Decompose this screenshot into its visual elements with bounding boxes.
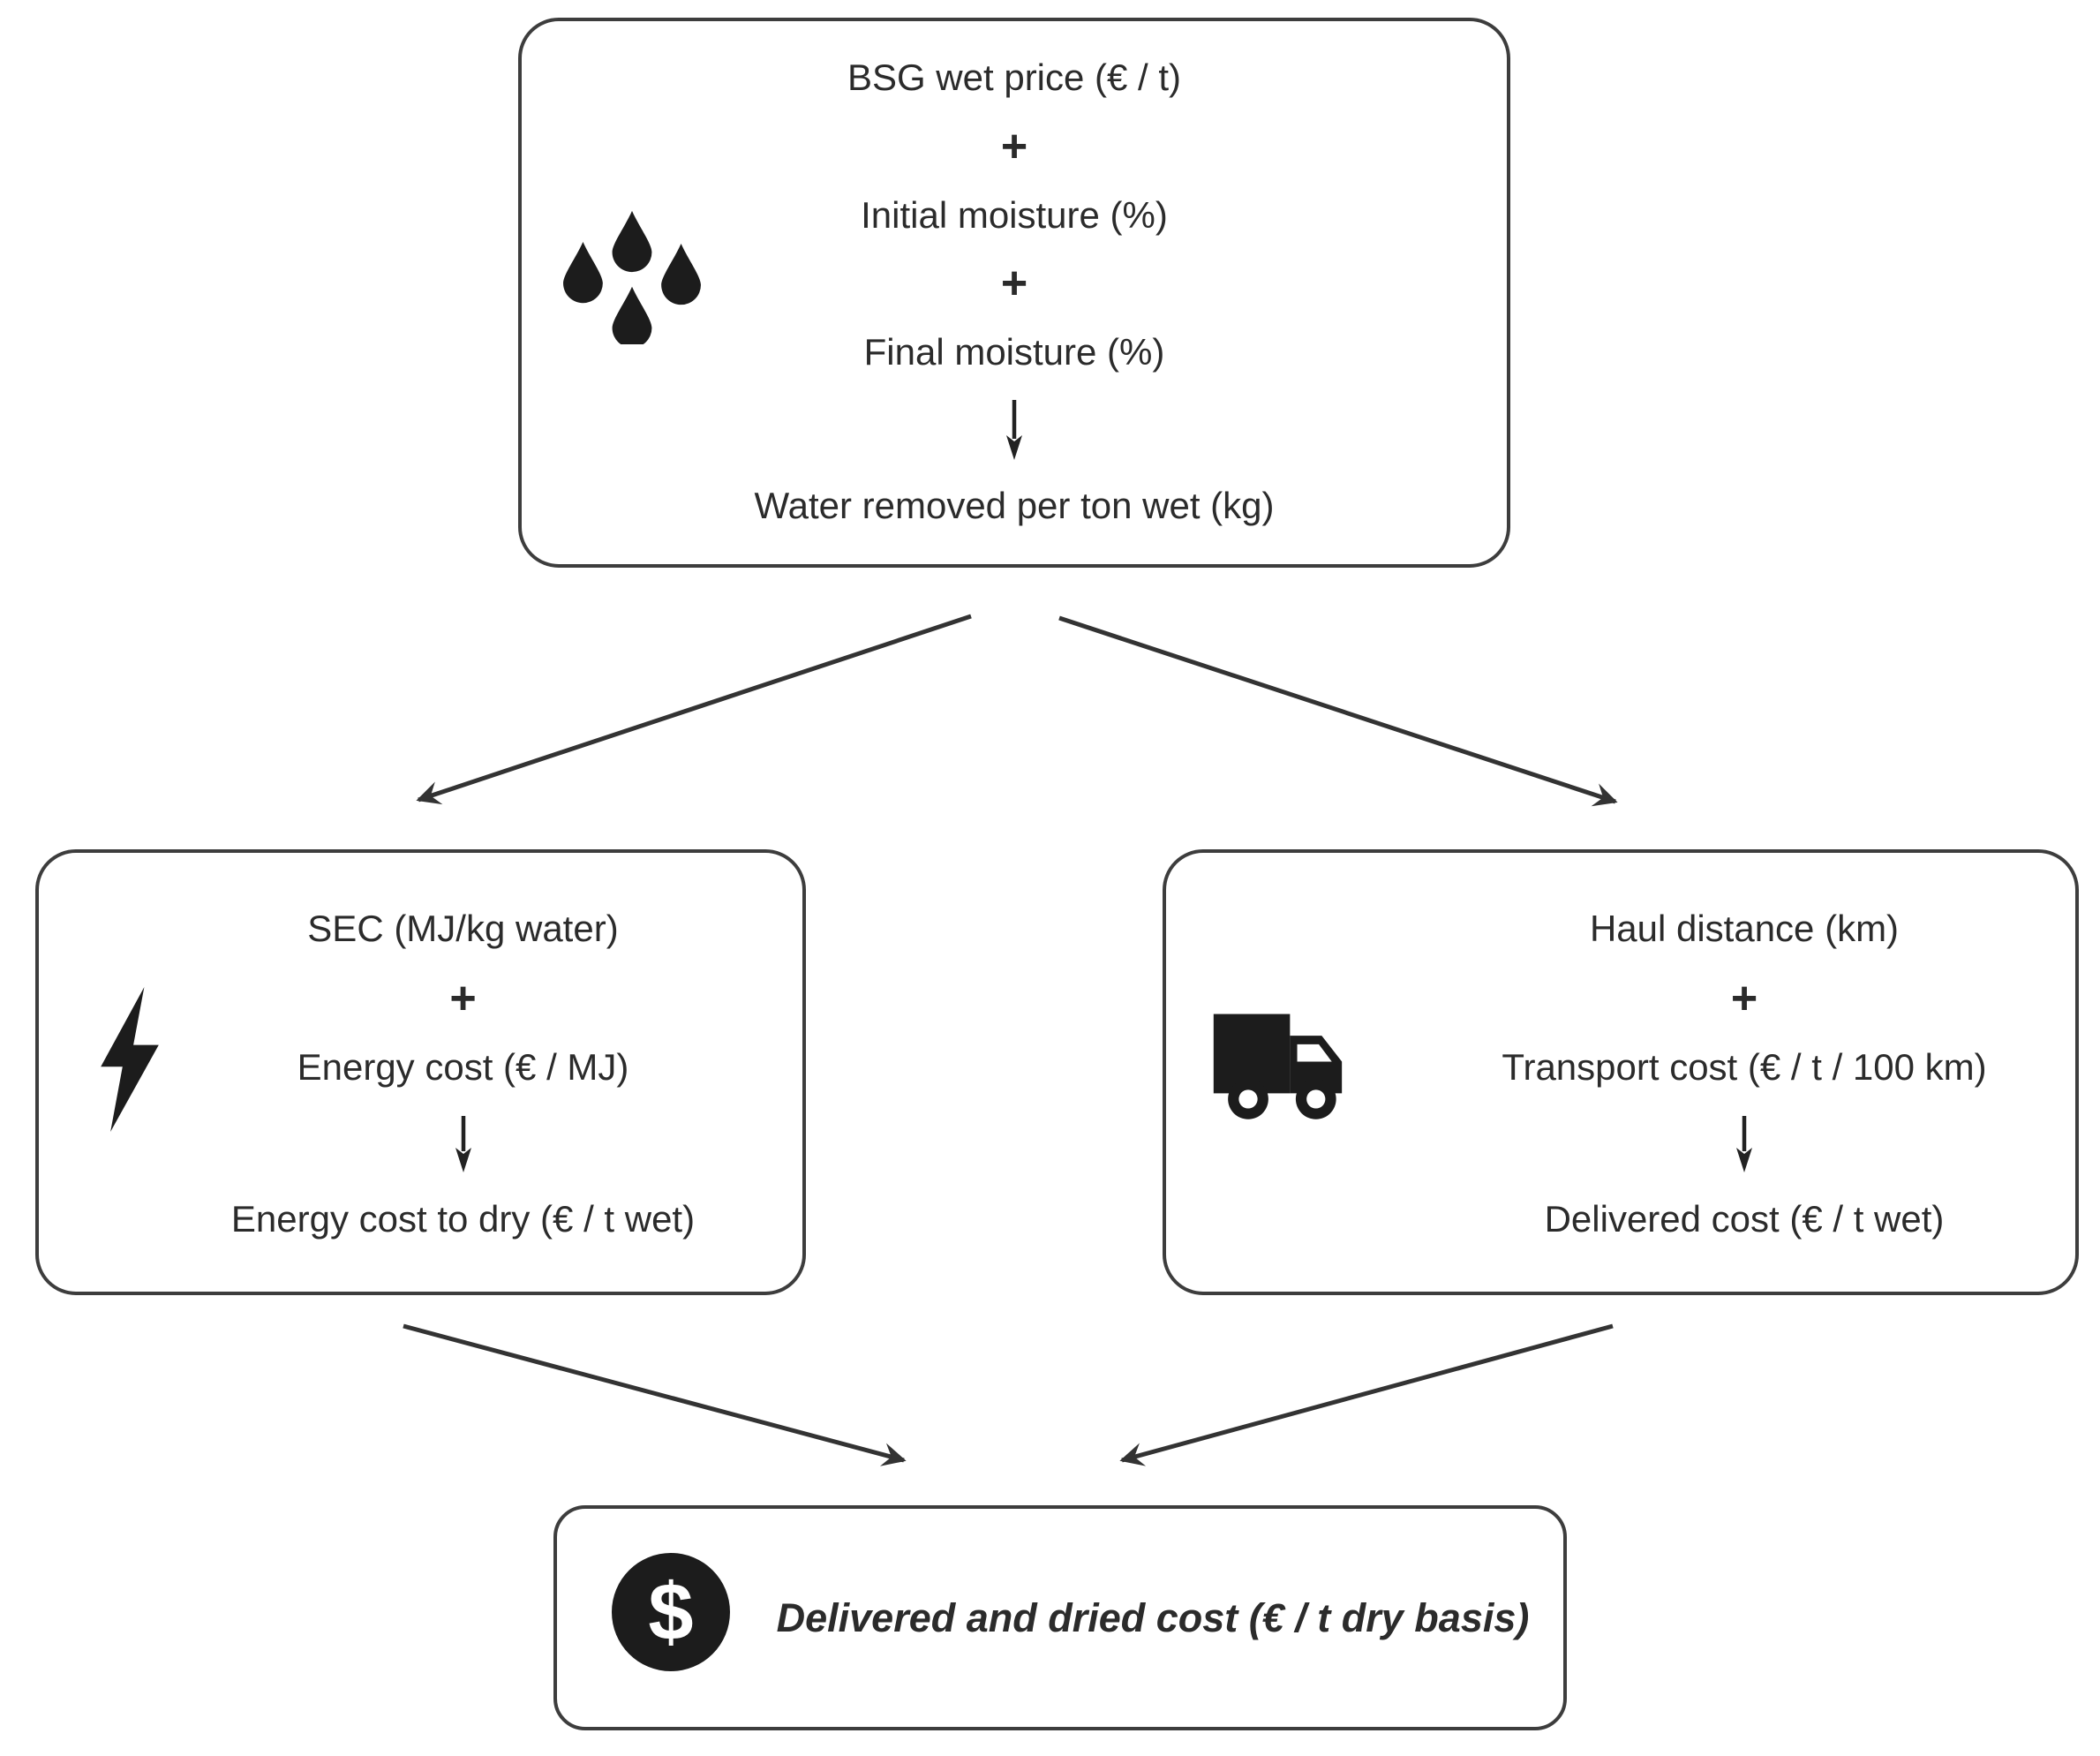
- down-arrow-icon: [455, 1116, 471, 1173]
- water-removed-label: Water removed per ton wet (kg): [754, 484, 1275, 526]
- down-arrow-icon: [1006, 400, 1022, 461]
- energy-cost-label: Energy cost (€ / MJ): [297, 1046, 629, 1089]
- transport-cost-box: Haul distance (km) + Transport cost (€ /…: [1163, 849, 2079, 1295]
- energy-cost-to-dry-label: Energy cost to dry (€ / t wet): [230, 1197, 696, 1240]
- wet-price-label: BSG wet price (€ / t): [847, 57, 1182, 98]
- drying-energy-box: SEC (MJ/kg water) + Energy cost (€ / MJ)…: [35, 849, 806, 1295]
- delivered-dried-cost-box: $ Delivered and dried cost (€ / t dry ba…: [553, 1505, 1567, 1730]
- dollar-sign-icon: $: [612, 1553, 730, 1671]
- lightning-bolt-icon: [101, 987, 159, 1132]
- sec-label: SEC (MJ/kg water): [307, 908, 619, 949]
- arrow-top-to-transport: [1058, 615, 1618, 807]
- haul-distance-label: Haul distance (km): [1589, 908, 1900, 949]
- initial-moisture-label: Initial moisture (%): [861, 193, 1168, 236]
- transport-cost-label: Transport cost (€ / t / 100 km): [1502, 1046, 1987, 1089]
- delivered-cost-label: Delivered cost (€ / t wet): [1544, 1197, 1945, 1240]
- delivery-truck-icon: [1213, 1014, 1343, 1119]
- arrow-energy-to-final: [403, 1323, 907, 1466]
- plus-operator: +: [1000, 120, 1028, 172]
- down-arrow-icon: [1736, 1116, 1752, 1173]
- plus-operator: +: [1730, 972, 1758, 1024]
- plus-operator: +: [1000, 258, 1028, 310]
- delivered-dried-cost-label: Delivered and dried cost (€ / t dry basi…: [776, 1594, 1530, 1640]
- dollar-symbol: $: [648, 1566, 694, 1657]
- plus-operator: +: [449, 972, 477, 1024]
- arrow-top-to-energy: [416, 614, 972, 805]
- final-moisture-label: Final moisture (%): [863, 331, 1165, 373]
- wet-price-moisture-box: BSG wet price (€ / t) + Initial moisture…: [518, 18, 1510, 568]
- arrow-transport-to-final: [1119, 1323, 1614, 1466]
